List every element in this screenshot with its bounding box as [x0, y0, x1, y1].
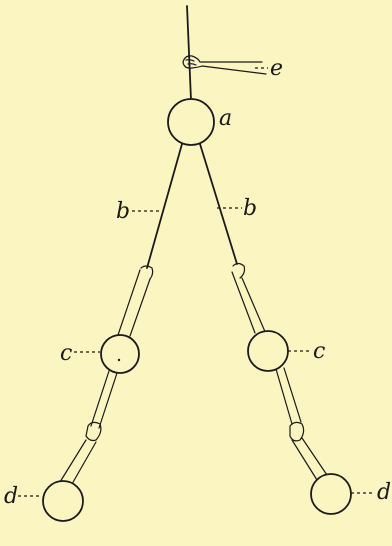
arm-upper-right [231, 262, 267, 335]
string-b-left [146, 143, 183, 269]
suspension-cord [186, 5, 192, 101]
hand-e [182, 55, 267, 75]
ball-a [167, 98, 215, 146]
label-d-left: d [4, 484, 18, 509]
label-b-right: b [243, 196, 257, 221]
label-d-right: d [377, 480, 391, 505]
ball-c-right [247, 330, 289, 372]
label-c-left: c [60, 341, 72, 366]
arm-lower-left [59, 370, 118, 485]
label-c-right: c [313, 339, 325, 364]
ball-d-left [42, 480, 84, 522]
arm-upper-left [117, 265, 154, 337]
ball-c-left-dot [117, 358, 121, 362]
label-b-left: b [116, 199, 130, 224]
arm-lower-right [275, 367, 330, 481]
label-a: a [219, 106, 232, 131]
ball-c-left [100, 334, 140, 374]
label-e: e [270, 56, 283, 81]
ball-d-right [310, 473, 352, 515]
string-b-right [199, 143, 238, 265]
